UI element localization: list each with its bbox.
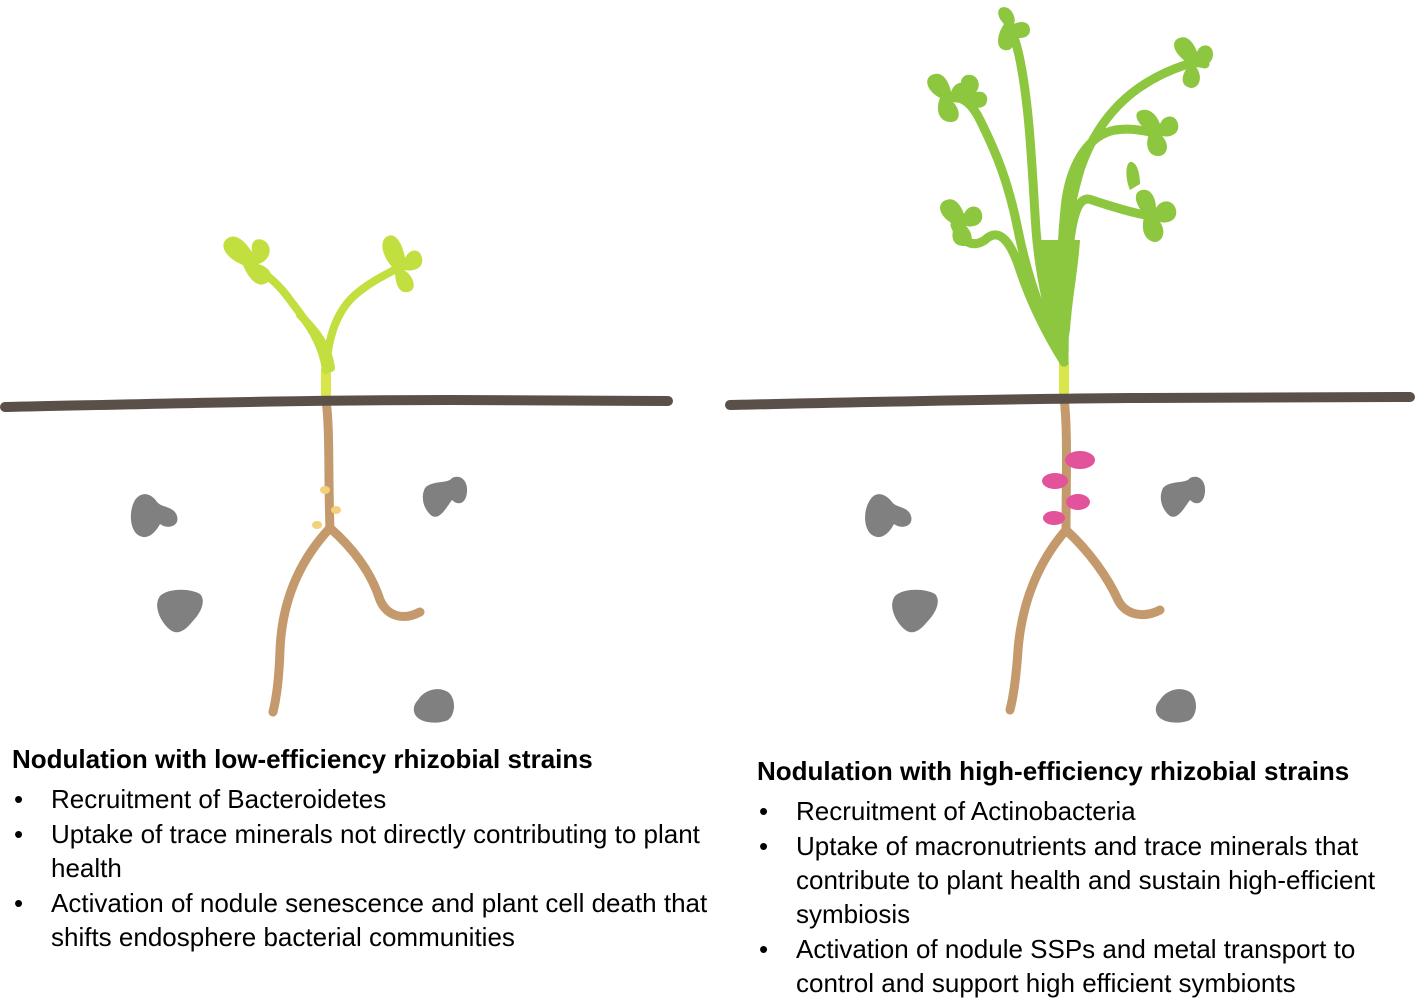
right-leaves [927,7,1213,246]
right-caption: Nodulation with high-efficiency rhizobia… [757,756,1412,1001]
left-caption-title: Nodulation with low-efficiency rhizobial… [12,744,593,774]
left-bullet: Activation of nodule senescence and plan… [12,886,712,954]
right-bullet: Uptake of macronutrients and trace miner… [757,829,1412,931]
left-rocks [130,476,468,723]
right-caption-title: Nodulation with high-efficiency rhizobia… [757,756,1350,786]
right-rocks [865,476,1206,723]
left-caption: Nodulation with low-efficiency rhizobial… [12,744,712,955]
right-plant [725,7,1415,723]
right-bullet-list: Recruitment of Actinobacteria Uptake of … [757,794,1412,1000]
left-bullet: Uptake of trace minerals not directly co… [12,817,712,885]
left-soil-line [0,394,673,412]
left-bullet-list: Recruitment of Bacteroidetes Uptake of t… [12,782,712,954]
left-plant [0,235,673,723]
right-bullet: Activation of nodule SSPs and metal tran… [757,932,1412,1000]
left-nodules [312,486,341,529]
right-bullet: Recruitment of Actinobacteria [757,794,1412,828]
right-trunk [1040,240,1080,362]
right-soil-line [725,392,1415,410]
right-shoot [940,9,1210,367]
left-bullet: Recruitment of Bacteroidetes [12,782,712,816]
right-root [1005,393,1165,715]
left-root [268,395,425,717]
left-leaves [223,235,423,293]
right-nodules [1042,451,1095,525]
